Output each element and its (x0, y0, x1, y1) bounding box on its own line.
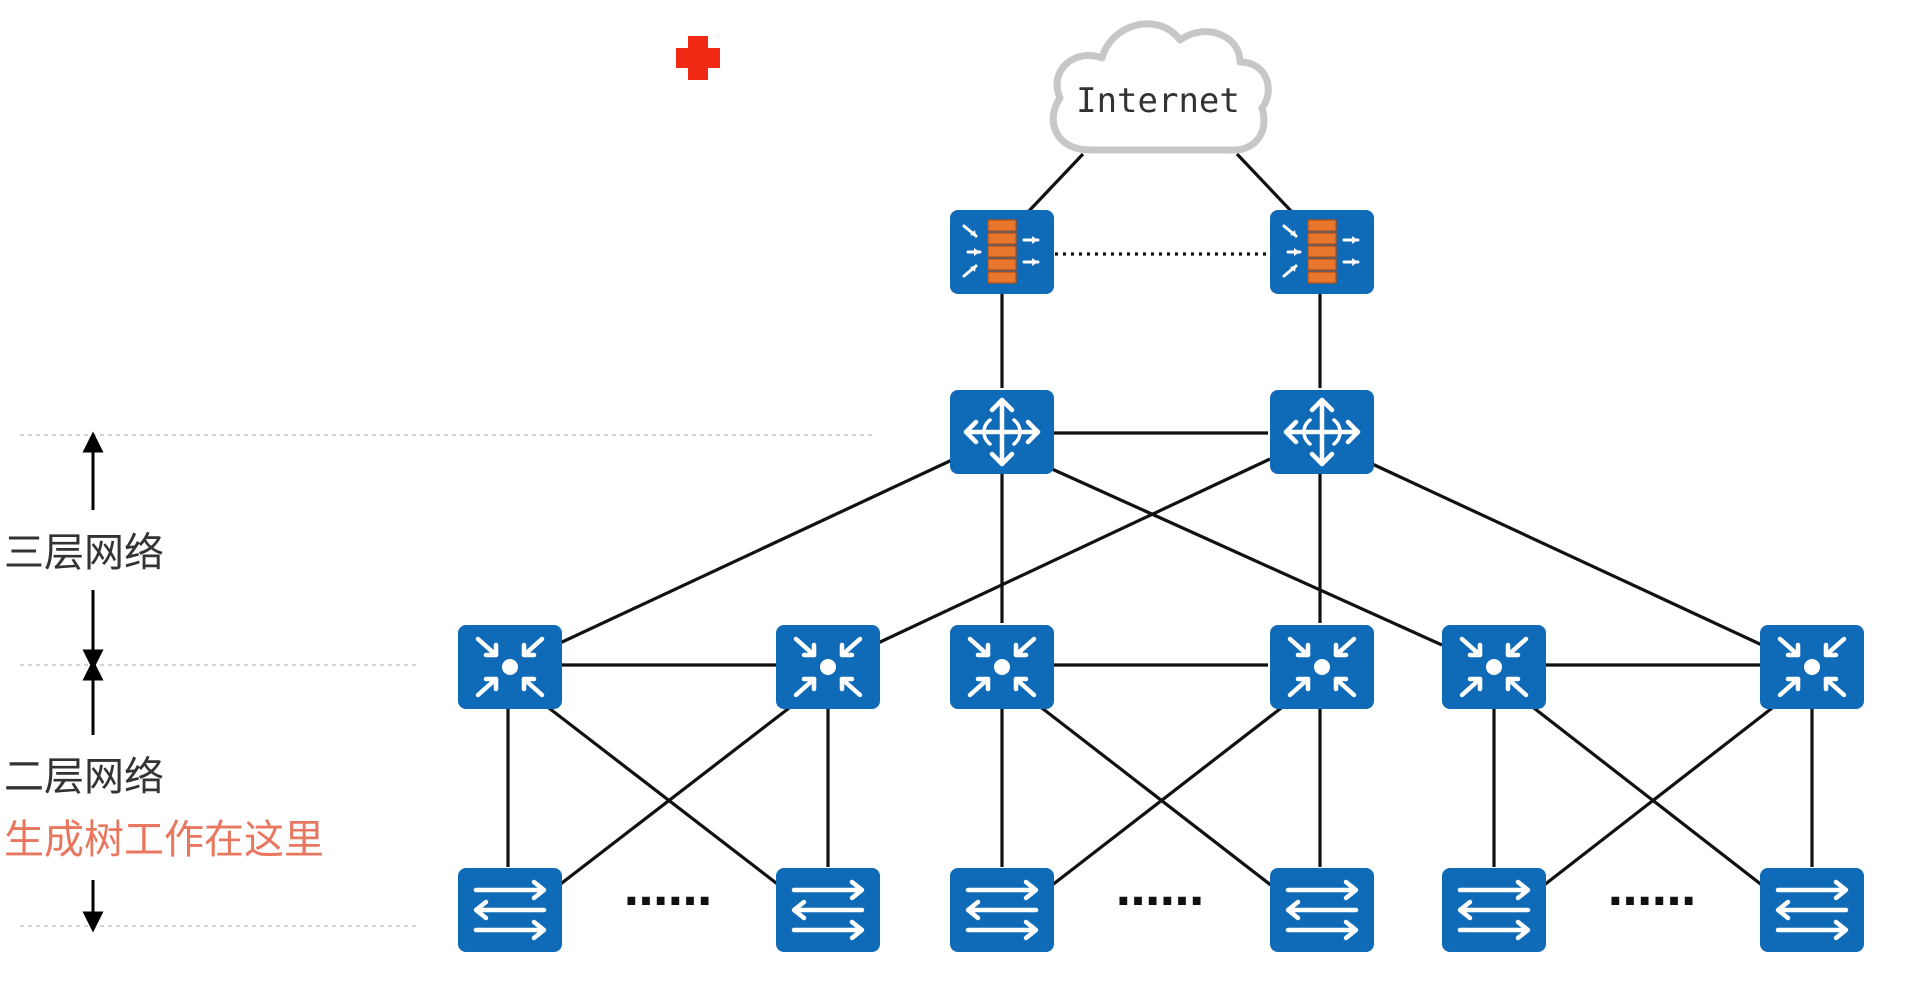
l2-switch-6 (1760, 868, 1864, 952)
l2-switch-icon (1775, 879, 1849, 941)
link-cloud-fw2 (1235, 152, 1294, 214)
link-s6-a5 (1529, 703, 1777, 898)
link-r2-s6 (1367, 460, 1763, 647)
stp-note-label: 生成树工作在这里 (4, 817, 324, 863)
l3-switch-icon (793, 636, 863, 698)
layer2-label: 二层网络 (4, 754, 164, 800)
l2-switch-icon (1457, 879, 1531, 941)
link-cloud-fw1 (1026, 152, 1085, 214)
ellipsis-group-2: …… (1116, 865, 1204, 916)
l2-switch-icon (473, 879, 547, 941)
network-links (506, 152, 1814, 898)
link-r1-s5 (1051, 467, 1443, 647)
l2-switch-icon (791, 879, 865, 941)
l3-switch-icon (1777, 636, 1847, 698)
red-cross-cursor-icon (676, 36, 720, 80)
l2-switch-2 (776, 868, 880, 952)
l3-switch-1 (458, 625, 562, 709)
l3-switch-2 (776, 625, 880, 709)
router-icon (963, 397, 1041, 467)
firewall-2 (1270, 210, 1374, 294)
l3-switch-icon (967, 636, 1037, 698)
layer3-label: 三层网络 (4, 530, 164, 576)
l2-switch-3 (950, 868, 1054, 952)
firewall-icon (1282, 219, 1360, 284)
cloud-icon: Internet (1049, 20, 1272, 154)
l3-switch-4 (1270, 625, 1374, 709)
l3-switch-3 (950, 625, 1054, 709)
link-s4-a3 (1037, 703, 1286, 898)
router-2 (1270, 390, 1374, 474)
l2-switch-5 (1442, 868, 1546, 952)
router-icon (1283, 397, 1361, 467)
l2-switch-4 (1270, 868, 1374, 952)
l3-switch-5 (1442, 625, 1546, 709)
l3-switch-6 (1760, 625, 1864, 709)
link-r2-s2 (877, 457, 1271, 645)
link-s2-a1 (544, 703, 794, 898)
ellipsis-group-3: …… (1608, 865, 1696, 916)
router-1 (950, 390, 1054, 474)
cloud-label: Internet (1076, 81, 1240, 121)
l2-switch-1 (458, 868, 562, 952)
l3-switch-icon (1459, 636, 1529, 698)
l3-switch-icon (1287, 636, 1357, 698)
link-r1-s1 (559, 458, 953, 645)
firewall-icon (962, 219, 1040, 284)
ellipsis-group-1: …… (624, 865, 712, 916)
l2-switch-icon (965, 879, 1039, 941)
l2-switch-icon (1285, 879, 1359, 941)
l3-switch-icon (475, 636, 545, 698)
firewall-1 (950, 210, 1054, 294)
